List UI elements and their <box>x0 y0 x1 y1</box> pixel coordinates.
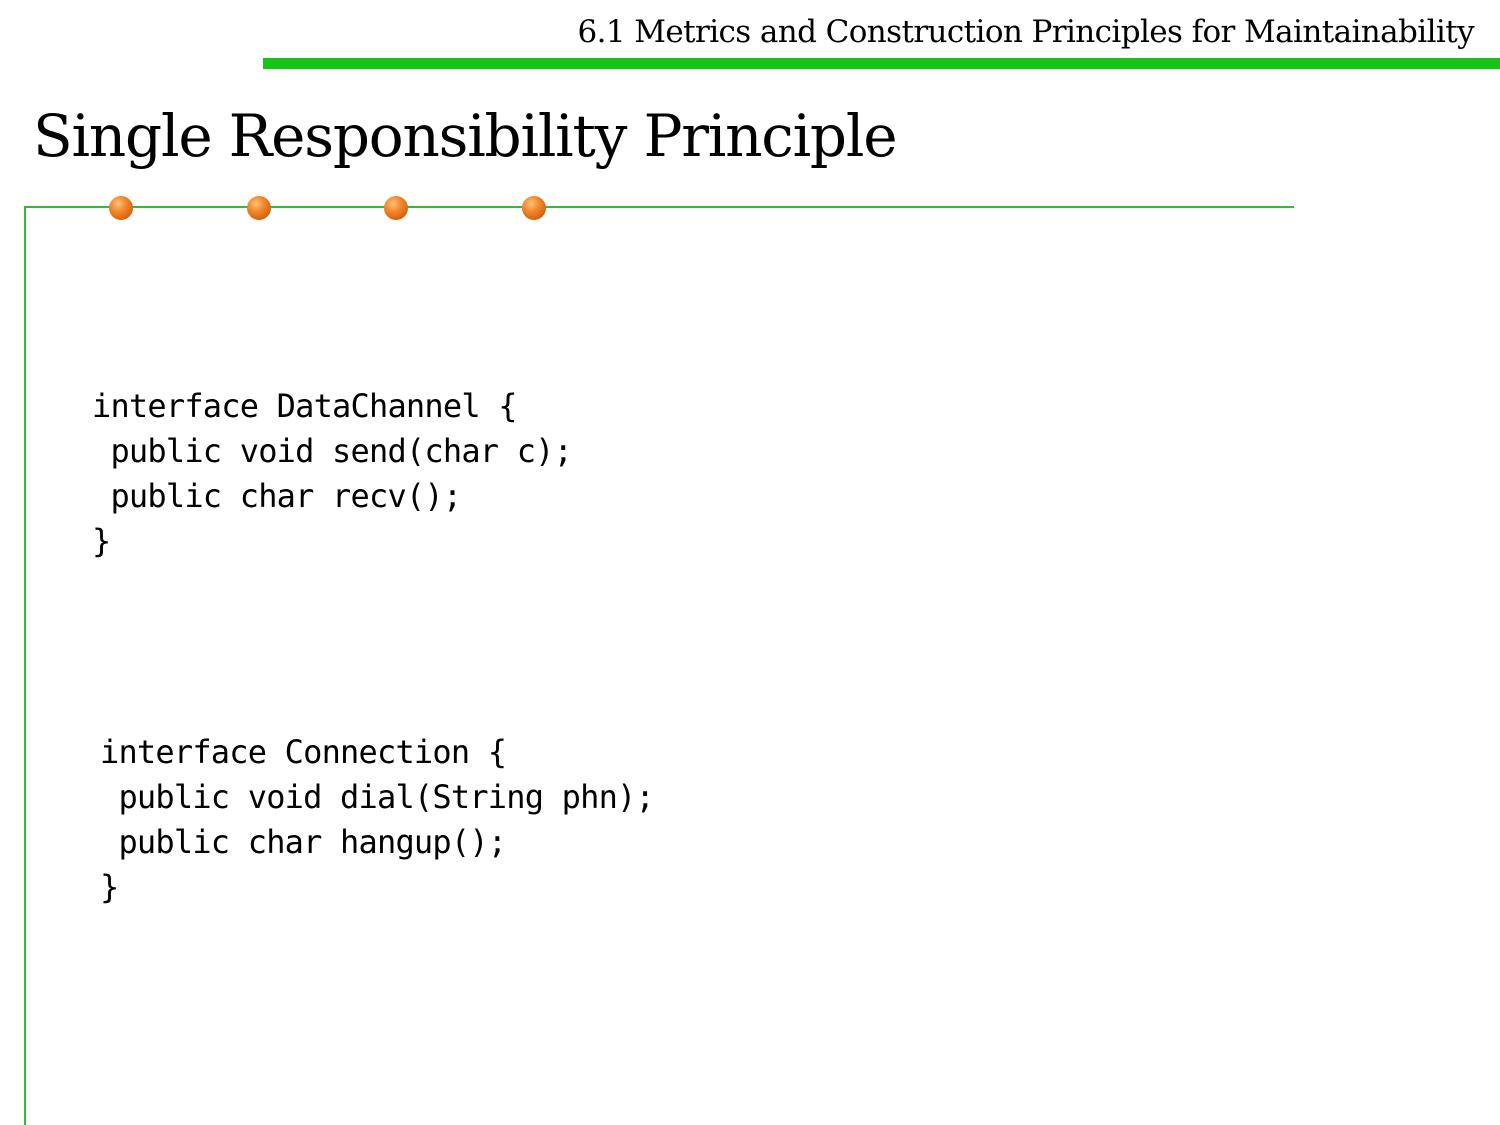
decorative-dot-icon <box>109 196 133 220</box>
code-line: interface DataChannel { <box>92 387 518 425</box>
section-header: 6.1 Metrics and Construction Principles … <box>577 14 1475 50</box>
code-line: interface Connection { <box>100 733 507 771</box>
code-line: } <box>92 522 111 560</box>
decorative-dot-icon <box>247 196 271 220</box>
code-line: } <box>100 868 119 906</box>
frame-top-line <box>24 206 1294 208</box>
code-block-datachannel: interface DataChannel { public void send… <box>92 384 573 564</box>
decorative-dot-icon <box>522 196 546 220</box>
code-line: public char hangup(); <box>100 823 507 861</box>
code-line: public void send(char c); <box>92 432 573 470</box>
code-block-connection: interface Connection { public void dial(… <box>100 730 655 910</box>
decorative-dot-icon <box>384 196 408 220</box>
code-line: public void dial(String phn); <box>100 778 654 816</box>
slide-title: Single Responsibility Principle <box>33 102 898 170</box>
code-line: public char recv(); <box>92 477 462 515</box>
frame-left-line <box>24 206 26 1125</box>
header-accent-bar <box>263 58 1500 69</box>
